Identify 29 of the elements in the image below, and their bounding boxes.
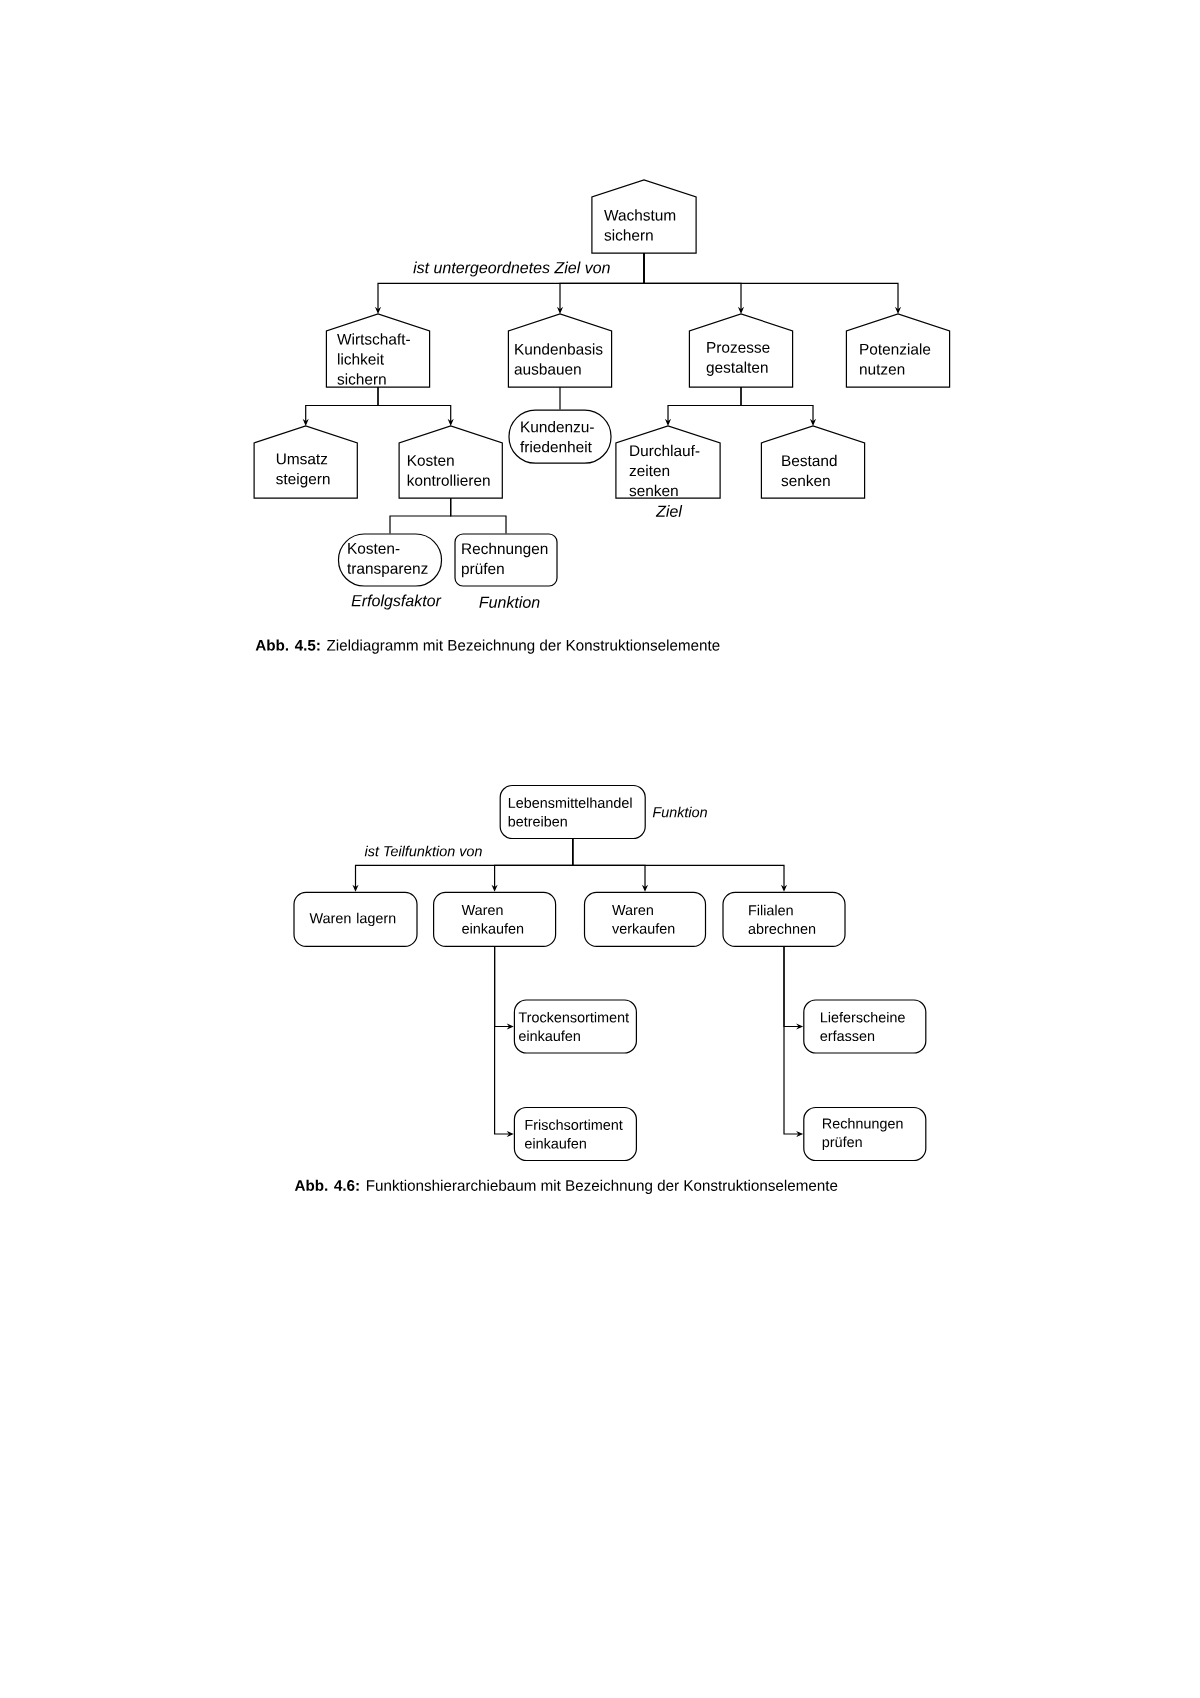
pentagon-box: Durchlauf- zeiten senken xyxy=(615,425,721,499)
pentagon-box: Bestand senken xyxy=(760,425,866,499)
rounded-box: Waren lagern xyxy=(293,891,418,947)
edge-label: ist untergeordnetes Ziel von xyxy=(411,259,613,279)
edge-label: ist Teilfunktion von xyxy=(362,843,485,859)
connector-line xyxy=(450,497,507,534)
type-label: Erfolgsfaktor xyxy=(351,594,442,610)
figure-caption: Abb. 4.5: Zieldiagramm mit Bezeichnung der Konstruktionselemente xyxy=(255,639,720,654)
pentagon-box: Kundenbasis ausbauen xyxy=(507,313,613,388)
pentagon-box: Wirtschaft- lichkeit sichern xyxy=(325,313,431,388)
connector-line xyxy=(559,386,561,411)
type-label: Funktion xyxy=(479,596,540,608)
rounded-box: Frischsortiment einkaufen xyxy=(513,1106,637,1162)
rounded-box: Filialen abrechnen xyxy=(722,891,846,947)
rounded-box: Rechnungen prüfen xyxy=(803,1106,927,1162)
type-label: Ziel xyxy=(655,505,683,517)
rounded-box: Lieferscheine erfassen xyxy=(803,999,927,1054)
rounded-box: Lebensmittelhandel betreiben xyxy=(499,784,646,840)
pentagon-box: Potenziale nutzen xyxy=(845,313,951,388)
pentagon-box: Umsatz steigern xyxy=(253,425,358,499)
pentagon-box: Prozesse gestalten xyxy=(688,313,794,388)
rounded-box: Trockensortiment einkaufen xyxy=(513,999,637,1054)
figure-caption: Abb. 4.6: Funktionshierarchiebaum mit Bezeichnung der Konstruktionselemente xyxy=(294,1179,838,1194)
rounded-box: Waren einkaufen xyxy=(433,891,557,947)
pentagon-box: Wachstum sichern xyxy=(591,179,697,254)
type-label: Funktion xyxy=(652,806,707,818)
rounded-box: Waren verkaufen xyxy=(583,891,707,947)
pentagon-box: Kosten kontrollieren xyxy=(398,425,503,499)
rounded-box: Rechnungen prüfen xyxy=(454,533,558,587)
